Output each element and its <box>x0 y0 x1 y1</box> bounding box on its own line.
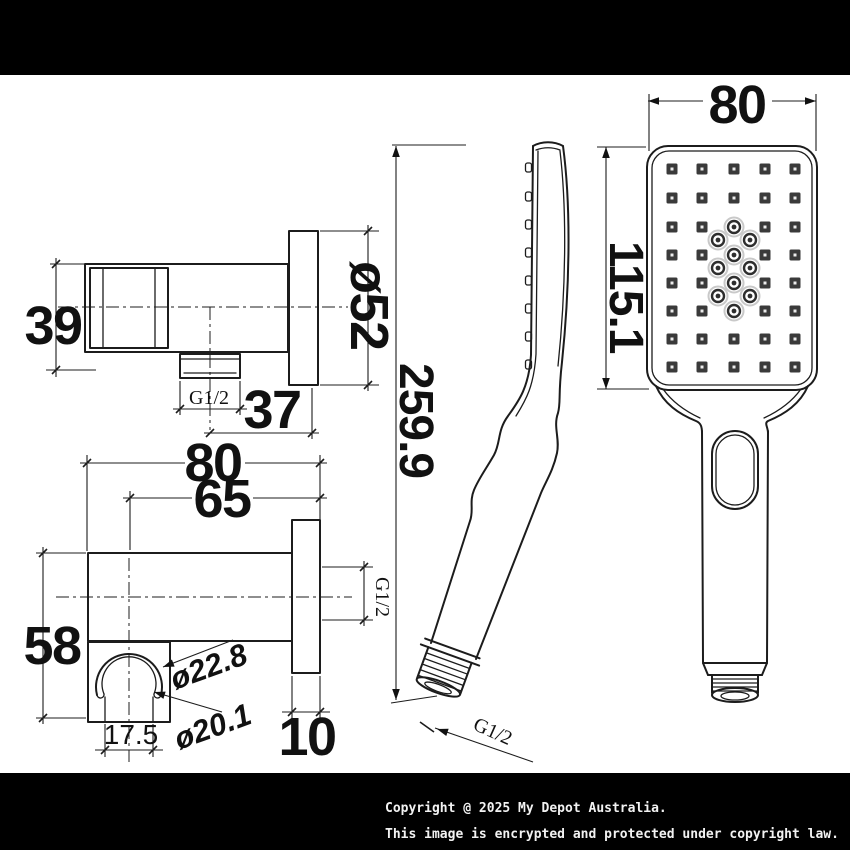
bottom-black-bar <box>0 773 850 850</box>
outlet-thread-stub <box>179 353 241 379</box>
bracket-body-top <box>87 552 293 642</box>
dim-g12-inlet-label: G1/2 <box>371 577 393 617</box>
view-bracket-top: 80 65 58 17.5 <box>23 433 393 767</box>
handle-right-edge <box>766 430 769 663</box>
dim-17-5-label: 17.5 <box>104 719 159 750</box>
dim-37-label: 37 <box>243 380 300 440</box>
dim-259-9: 259.9 <box>389 144 466 704</box>
elbow-body-outline <box>84 263 289 353</box>
nozzle-square-centers <box>670 167 797 369</box>
view-handset-front: 80 115.1 <box>597 75 818 703</box>
dim-o20-1-label: ø20.1 <box>169 697 255 757</box>
neck-left <box>655 385 703 434</box>
dim-inlet-thread: G1/2 <box>322 561 393 626</box>
dim-115-1: 115.1 <box>597 146 652 390</box>
top-black-bar <box>0 0 850 75</box>
dim-259-9-label: 259.9 <box>389 363 442 478</box>
footer-copyright: Copyright @ 2025 My Depot Australia. Thi… <box>385 801 839 842</box>
side-nozzle-bumps <box>524 162 533 370</box>
handset-top-edge <box>532 141 564 147</box>
dim-65-label: 65 <box>193 469 251 529</box>
dim-80-bracket: 80 <box>80 433 327 551</box>
dim-connector-thread: G1/2 <box>419 713 534 763</box>
dim-39: 39 <box>24 258 96 377</box>
dim-37: 37 <box>204 380 319 440</box>
dim-80-head-label: 80 <box>708 75 765 135</box>
dim-g12-connector-label: G1/2 <box>470 713 515 749</box>
elbow-square-escutcheon <box>89 267 169 349</box>
dim-58-label: 58 <box>23 616 81 676</box>
dim-39-label: 39 <box>24 296 82 356</box>
head-outer-outline <box>646 145 818 391</box>
dim-80-bracket-label: 80 <box>184 433 241 493</box>
handset-profile-front-edge <box>430 145 534 644</box>
handset-thread-front <box>702 662 768 703</box>
wall-plate-side <box>288 230 319 386</box>
dim-115-1-label: 115.1 <box>599 241 652 354</box>
dim-plate-diameter: ø52 <box>320 225 399 391</box>
head-face-plate <box>651 150 813 386</box>
dim-g12-outlet-label: G1/2 <box>189 387 229 409</box>
copyright-line-1: Copyright @ 2025 My Depot Australia. <box>385 801 667 816</box>
dim-65: 65 <box>123 469 327 550</box>
leader-hook-outer-diameter: ø22.8 <box>162 636 253 697</box>
dim-80-head: 80 <box>648 75 817 151</box>
dim-o22-8-label: ø22.8 <box>165 636 252 696</box>
mode-button <box>711 430 759 510</box>
handset-profile-back-edge <box>475 145 570 660</box>
nozzle-squares <box>666 163 801 373</box>
dim-10-label: 10 <box>278 707 335 767</box>
handle-left-edge <box>701 430 704 663</box>
dim-17-5: 17.5 <box>95 719 163 757</box>
view-handset-side: 259.9 G1/2 <box>389 141 570 763</box>
handset-thread-side <box>415 637 481 698</box>
copyright-line-2: This image is encrypted and protected un… <box>385 827 839 842</box>
dim-58: 58 <box>23 547 86 724</box>
nozzle-circles <box>707 216 761 322</box>
view-bracket-side: 39 ø52 37 G1/2 <box>24 225 399 440</box>
neck-right <box>765 385 809 434</box>
dim-10: 10 <box>278 676 337 767</box>
dim-outlet-thread: G1/2 <box>173 381 247 415</box>
holder-hook-outer <box>95 652 163 696</box>
dim-o52-label: ø52 <box>339 261 399 350</box>
